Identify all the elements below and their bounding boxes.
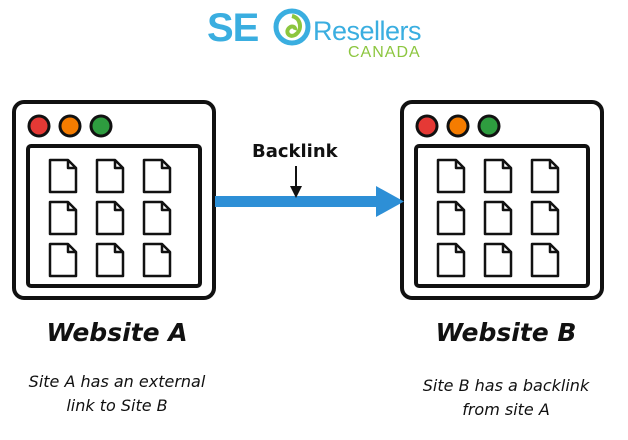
document-page-icon	[530, 158, 560, 194]
backlink-label: Backlink	[252, 141, 338, 162]
logo-swirl-icon	[273, 8, 311, 46]
document-page-icon	[142, 158, 172, 194]
document-page-icon	[48, 158, 78, 194]
website-a-caption-line: link to Site B	[66, 396, 168, 415]
document-page-icon	[530, 200, 560, 236]
document-page-icon	[436, 242, 466, 278]
document-page-icon	[436, 158, 466, 194]
logo-seo-text: SE	[207, 6, 259, 50]
document-page-icon	[483, 200, 513, 236]
document-page-icon	[95, 158, 125, 194]
document-page-icon	[483, 158, 513, 194]
document-page-icon	[436, 200, 466, 236]
document-page-icon	[95, 242, 125, 278]
website-a-window-icon	[12, 100, 216, 300]
window-control-button	[58, 114, 82, 138]
document-page-icon	[48, 242, 78, 278]
website-b-caption: Site B has a backlink from site A	[386, 374, 626, 422]
document-page-icon	[142, 200, 172, 236]
website-b-window-icon	[400, 100, 604, 300]
window-control-button	[89, 114, 113, 138]
document-page-icon	[483, 242, 513, 278]
document-page-icon	[530, 242, 560, 278]
window-control-button	[477, 114, 501, 138]
window-control-button	[27, 114, 51, 138]
website-a-caption: Site A has an external link to Site B	[0, 370, 237, 418]
document-page-icon	[48, 200, 78, 236]
website-b-title: Website B	[435, 318, 577, 347]
arrow-down-icon	[290, 166, 302, 198]
window-control-button	[415, 114, 439, 138]
logo-country-text: CANADA	[348, 44, 421, 61]
website-b-caption-line: from site A	[462, 400, 550, 419]
document-page-icon	[95, 200, 125, 236]
window-control-button	[446, 114, 470, 138]
backlink-arrow-icon	[215, 186, 404, 217]
logo-resellers-text: Resellers	[313, 16, 422, 46]
website-a-title: Website A	[46, 318, 188, 347]
website-a-caption-line: Site A has an external	[28, 372, 206, 391]
document-page-icon	[142, 242, 172, 278]
website-b-caption-line: Site B has a backlink	[422, 376, 590, 395]
logo: SE Resellers CANADA	[203, 4, 433, 64]
